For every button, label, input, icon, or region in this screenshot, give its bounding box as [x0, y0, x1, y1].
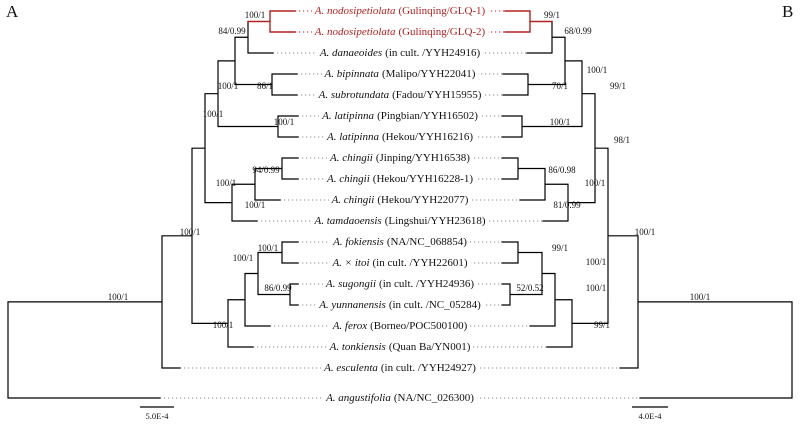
support-value: 81/0.99 — [553, 200, 581, 210]
taxon-species: A. chingii — [327, 173, 370, 185]
taxon-species: A. ferox — [332, 320, 368, 332]
taxon-detail: (in cult. /YYH24927) — [380, 362, 476, 374]
taxon-detail: (in cult. /NC_05284) — [388, 299, 481, 311]
taxon-species: A. subrotundata — [318, 89, 390, 101]
taxon-detail: (in cult. /YYH24936) — [379, 278, 475, 290]
taxon-label: A. latipinna(Pingbian/YYH16502) — [303, 109, 497, 123]
taxon-label: A. danaeoides(in cult. /YYH24916) — [303, 46, 497, 60]
taxon-species: A. nodosipetiolata — [314, 5, 396, 17]
taxon-detail: (Hekou/YYH16228-1) — [372, 173, 473, 185]
taxon-species: A. sugongii — [325, 278, 377, 290]
support-value: 100/1 — [202, 109, 224, 119]
support-value: 100/1 — [585, 257, 607, 267]
support-value: 100/1 — [217, 81, 239, 91]
taxon-species: A. tonkiensis — [329, 341, 386, 353]
taxon-label: A. ferox(Borneo/POC500100) — [303, 319, 497, 333]
taxon-species: A. latipinna — [322, 110, 375, 122]
support-value: 100/1 — [107, 292, 129, 302]
taxon-detail: (NA/NC_026300) — [393, 392, 474, 404]
taxon-label: A. bipinnata(Malipo/YYH22041) — [303, 67, 497, 81]
taxon-species: A. chingii — [331, 194, 375, 206]
support-value: 100/1 — [585, 283, 607, 293]
taxon-label: A. chingii(Hekou/YYH16228-1) — [303, 172, 497, 186]
tree-b-highlight-branches — [504, 10, 553, 33]
support-value: 98/1 — [613, 135, 630, 145]
support-value: 86/1 — [256, 81, 273, 91]
support-value: 100/1 — [584, 178, 606, 188]
taxon-label: A. chingii(Hekou/YYH22077) — [303, 193, 497, 207]
support-value: 100/1 — [244, 10, 266, 20]
support-value: 100/1 — [549, 117, 571, 127]
support-value: 100/1 — [689, 292, 711, 302]
taxon-species: A. angustifolia — [326, 392, 391, 404]
taxon-label: A. latipinna(Hekou/YYH16216) — [303, 130, 497, 144]
taxon-species: A. × itoi — [332, 257, 370, 269]
taxon-detail: (in cult. /YYH22601) — [372, 257, 468, 269]
taxon-detail: (Lingshui/YYH23618) — [384, 215, 486, 227]
taxon-detail: (Jinping/YYH16538) — [375, 152, 470, 164]
scale-bar-a-label: 5.0E-4 — [145, 411, 169, 421]
support-value: 100/1 — [212, 320, 234, 330]
taxon-label: A. yunnanensis(in cult. /NC_05284) — [303, 298, 497, 312]
taxon-detail: (Fadou/YYH15955) — [392, 89, 482, 101]
taxon-detail: (Gulinqing/GLQ-2) — [398, 26, 486, 38]
support-value: 100/1 — [586, 65, 608, 75]
support-value: 84/0.99 — [218, 26, 246, 36]
support-value: 99/1 — [551, 243, 568, 253]
taxon-detail: (Gulinqing/GLQ-1) — [398, 5, 486, 17]
support-value: 100/1 — [273, 117, 295, 127]
taxon-detail: (NA/NC_068854) — [386, 236, 467, 248]
panel-label-a: A — [6, 2, 19, 21]
taxon-label: A. subrotundata(Fadou/YYH15955) — [303, 88, 497, 102]
taxon-label: A. × itoi(in cult. /YYH22601) — [303, 256, 497, 270]
panel-label-b: B — [782, 2, 794, 21]
taxon-label: A. fokiensis(NA/NC_068854) — [303, 235, 497, 249]
taxon-detail: (in cult. /YYH24916) — [385, 47, 481, 59]
taxon-detail: (Borneo/POC500100) — [370, 320, 468, 332]
tree-a-branches — [7, 20, 299, 399]
taxon-label: A. nodosipetiolata(Gulinqing/GLQ-1) — [303, 4, 497, 18]
support-value: 86/0.99 — [264, 283, 292, 293]
taxon-species: A. tamdaoensis — [314, 215, 382, 227]
support-value: 100/1 — [232, 253, 254, 263]
support-value: 68/0.99 — [564, 26, 592, 36]
taxon-species: A. danaeoides — [319, 47, 383, 59]
taxon-detail: (Malipo/YYH22041) — [381, 68, 476, 80]
tree-a-highlight-branches — [247, 10, 296, 33]
taxon-label: A. nodosipetiolata(Gulinqing/GLQ-2) — [303, 25, 497, 39]
support-value: 99/1 — [593, 320, 610, 330]
support-value: 100/1 — [179, 227, 201, 237]
support-value: 100/1 — [215, 178, 237, 188]
support-value: 99/1 — [543, 10, 560, 20]
scale-bar-b-label: 4.0E-4 — [638, 411, 662, 421]
support-value: 100/1 — [257, 243, 279, 253]
taxon-species: A. nodosipetiolata — [314, 26, 396, 38]
support-value: 94/0.99 — [252, 165, 280, 175]
support-value: 100/1 — [634, 227, 656, 237]
taxon-detail: (Pingbian/YYH16502) — [377, 110, 478, 122]
taxon-detail: (Quan Ba/YN001) — [388, 341, 471, 353]
support-value: 86/0.98 — [548, 165, 576, 175]
taxon-species: A. esculenta — [324, 362, 378, 374]
taxon-label: A. tamdaoensis(Lingshui/YYH23618) — [303, 214, 497, 228]
support-value: 100/1 — [244, 200, 266, 210]
taxon-label: A. angustifolia(NA/NC_026300) — [303, 391, 497, 405]
taxon-detail: (Hekou/YYH22077) — [377, 194, 469, 206]
support-value: 70/1 — [551, 81, 568, 91]
taxon-label: A. chingii(Jinping/YYH16538) — [303, 151, 497, 165]
taxon-label: A. esculenta(in cult. /YYH24927) — [303, 361, 497, 375]
taxon-species: A. yunnanensis — [319, 299, 386, 311]
taxon-species: A. latipinna — [327, 131, 379, 143]
taxon-species: A. chingii — [330, 152, 373, 164]
taxon-species: A. bipinnata — [324, 68, 379, 80]
taxon-detail: (Hekou/YYH16216) — [381, 131, 473, 143]
taxon-species: A. fokiensis — [333, 236, 384, 248]
support-value: 52/0.52 — [516, 283, 544, 293]
support-value: 99/1 — [609, 81, 626, 91]
tree-b-branches — [501, 20, 793, 399]
taxon-label: A. sugongii(in cult. /YYH24936) — [303, 277, 497, 291]
taxon-label: A. tonkiensis(Quan Ba/YN001) — [303, 340, 497, 354]
